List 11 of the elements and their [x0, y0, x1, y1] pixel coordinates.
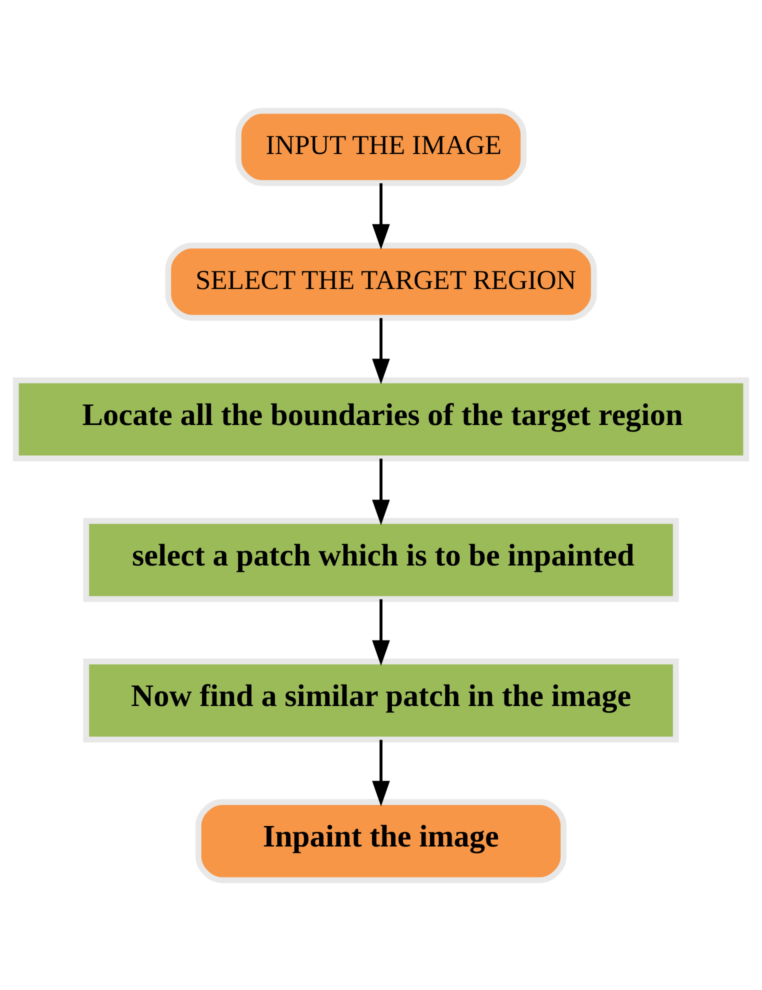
node-box: select a patch which is to be inpainted: [83, 517, 679, 602]
node-box: Inpaint the image: [195, 798, 566, 883]
node-box: INPUT THE IMAGE: [236, 107, 526, 186]
arrow: [372, 739, 390, 806]
arrow: [372, 458, 390, 525]
node-box: Locate all the boundaries of the target region: [12, 376, 750, 461]
arrow: [372, 318, 390, 384]
node-box: Now find a similar patch in the image: [83, 658, 679, 742]
node-box: SELECT THE TARGET REGION: [165, 242, 597, 320]
arrow: [372, 182, 390, 250]
arrow: [372, 598, 390, 666]
